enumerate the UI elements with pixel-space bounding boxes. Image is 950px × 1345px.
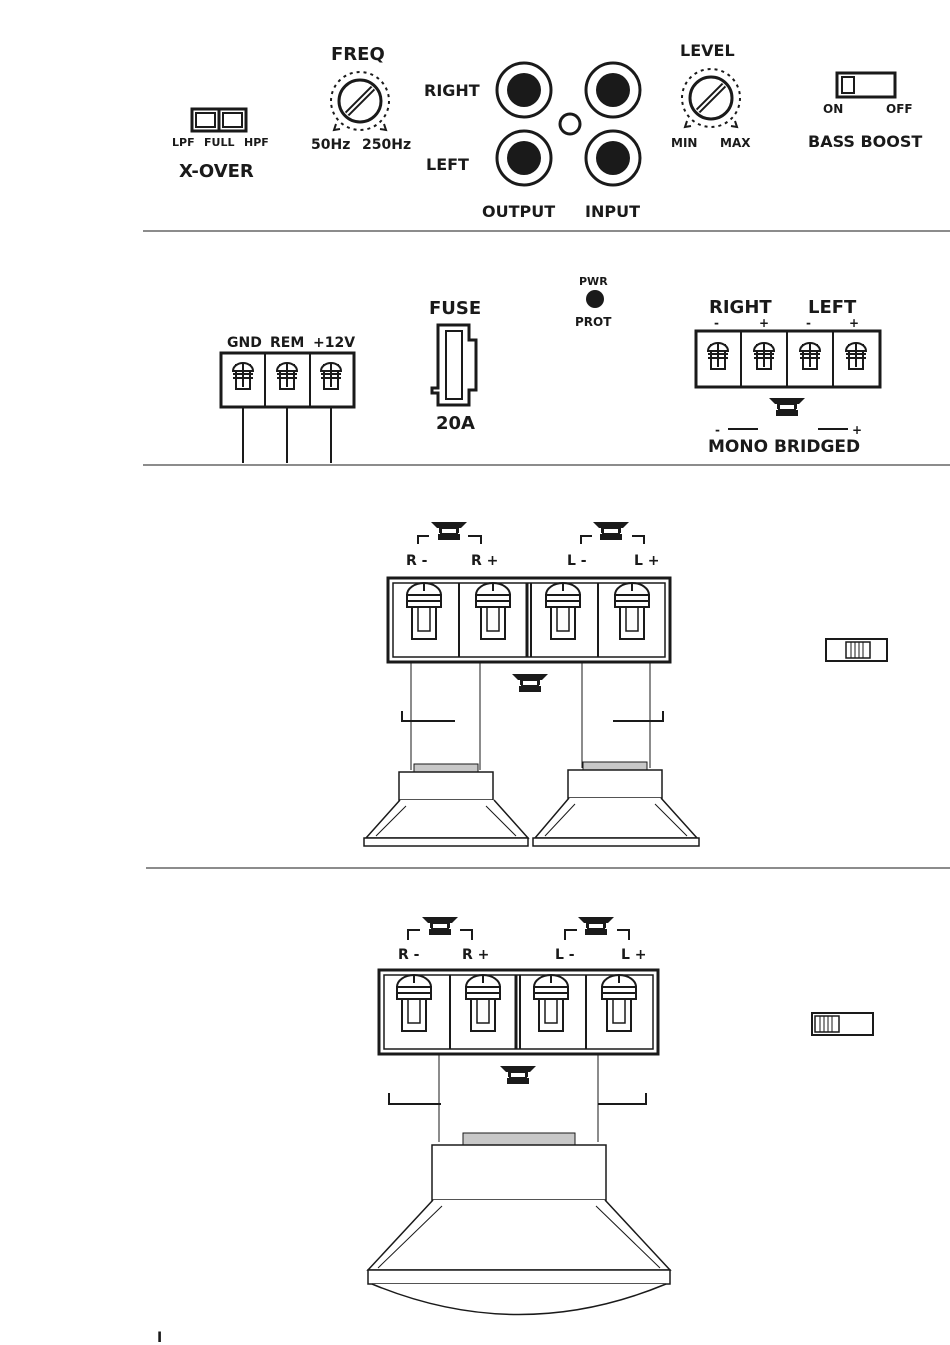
- bridged-center-speaker-icon: [500, 1066, 536, 1084]
- mono-bridged-label: MONO BRIDGED: [708, 437, 860, 457]
- spk-left-label: LEFT: [808, 297, 857, 318]
- gnd-terminal[interactable]: [233, 363, 253, 389]
- bridged-r-minus: R -: [398, 947, 420, 963]
- bass-boost-switch[interactable]: [837, 73, 895, 97]
- pwr-label: PWR: [579, 275, 608, 288]
- bridged-plus: +: [852, 423, 862, 437]
- stereo-center-speaker-icon: [512, 674, 548, 692]
- bridged-subwoofer: [368, 1133, 670, 1315]
- rca-input-left[interactable]: [586, 131, 640, 185]
- prot-label: PROT: [575, 315, 612, 329]
- xover-hpf-label: HPF: [244, 136, 269, 149]
- bridged-left-speaker-icon: [578, 917, 614, 935]
- stereo-r-plus: R +: [471, 553, 498, 569]
- power-led-icon: [586, 290, 604, 308]
- spk-right-plus: +: [759, 316, 769, 330]
- bridged-l-minus-terminal[interactable]: [534, 975, 568, 1031]
- right-plus-terminal[interactable]: [754, 343, 774, 369]
- stereo-l-minus-terminal[interactable]: [546, 583, 580, 639]
- bass-boost-on-label: ON: [823, 102, 843, 116]
- page-number: I: [157, 1330, 162, 1345]
- rca-left-label: LEFT: [426, 155, 469, 174]
- rca-output-right[interactable]: [497, 63, 551, 117]
- level-knob[interactable]: [682, 69, 740, 127]
- stereo-right-speaker: [364, 764, 528, 846]
- stereo-l-plus: L +: [634, 553, 660, 569]
- stereo-l-minus: L -: [567, 553, 587, 569]
- level-max-label: MAX: [720, 136, 751, 150]
- stereo-r-minus-terminal[interactable]: [407, 583, 441, 639]
- bridged-minus: -: [715, 423, 720, 437]
- spk-left-minus: -: [806, 316, 811, 330]
- rca-output-left[interactable]: [497, 131, 551, 185]
- right-speaker-icon: [431, 522, 467, 540]
- rca-input-right[interactable]: [586, 63, 640, 117]
- stereo-left-speaker: [533, 762, 699, 846]
- left-plus-terminal[interactable]: [846, 343, 866, 369]
- xover-full-label: FULL: [204, 136, 234, 149]
- power-connection-panel: GND REM +12V FUSE 20A PWR PROT RIGHT LEF…: [221, 275, 880, 463]
- rca-input-label: INPUT: [585, 202, 640, 221]
- rca-right-label: RIGHT: [424, 81, 480, 100]
- bridged-l-plus: L +: [621, 947, 647, 963]
- bridged-mode-switch[interactable]: [812, 1013, 873, 1035]
- level-title: LEVEL: [680, 41, 735, 60]
- rca-output-label: OUTPUT: [482, 202, 555, 221]
- spk-right-minus: -: [714, 316, 719, 330]
- stereo-mode-switch[interactable]: [826, 639, 887, 661]
- level-min-label: MIN: [671, 136, 697, 150]
- bridged-speaker-icon: [769, 398, 805, 416]
- spk-left-plus: +: [849, 316, 859, 330]
- spk-right-label: RIGHT: [709, 297, 772, 318]
- bridged-wiring-diagram: R - R + L - L +: [368, 917, 873, 1315]
- left-speaker-icon: [593, 522, 629, 540]
- bridged-r-minus-terminal[interactable]: [397, 975, 431, 1031]
- xover-lpf-label: LPF: [172, 136, 195, 149]
- stereo-l-plus-terminal[interactable]: [615, 583, 649, 639]
- fuse-rating: 20A: [436, 413, 475, 434]
- xover-title: X-OVER: [179, 161, 254, 182]
- bass-boost-title: BASS BOOST: [808, 132, 922, 151]
- bridged-l-minus: L -: [555, 947, 575, 963]
- stereo-r-minus: R -: [406, 553, 428, 569]
- freq-max-label: 250Hz: [362, 137, 411, 153]
- rem-terminal[interactable]: [277, 363, 297, 389]
- right-minus-terminal[interactable]: [708, 343, 728, 369]
- front-control-panel: LPF FULL HPF X-OVER FREQ 50Hz 250Hz RIGH…: [172, 41, 922, 221]
- fuse-holder[interactable]: [432, 325, 476, 405]
- gnd-label: GND: [227, 335, 262, 351]
- bridged-right-speaker-icon: [422, 917, 458, 935]
- freq-knob[interactable]: [331, 72, 389, 130]
- freq-min-label: 50Hz: [311, 137, 350, 153]
- bridged-r-plus-terminal[interactable]: [466, 975, 500, 1031]
- freq-title: FREQ: [331, 44, 385, 65]
- fuse-title: FUSE: [429, 298, 481, 319]
- rem-label: REM: [270, 335, 304, 351]
- left-minus-terminal[interactable]: [800, 343, 820, 369]
- bass-boost-off-label: OFF: [886, 102, 913, 116]
- bridged-r-plus: R +: [462, 947, 489, 963]
- xover-switch[interactable]: [192, 109, 246, 131]
- stereo-r-plus-terminal[interactable]: [476, 583, 510, 639]
- 12v-terminal[interactable]: [321, 363, 341, 389]
- bridged-l-plus-terminal[interactable]: [602, 975, 636, 1031]
- 12v-label: +12V: [313, 335, 355, 351]
- rca-indicator-led: [560, 114, 580, 134]
- stereo-wiring-diagram: R - R + L - L +: [364, 522, 887, 846]
